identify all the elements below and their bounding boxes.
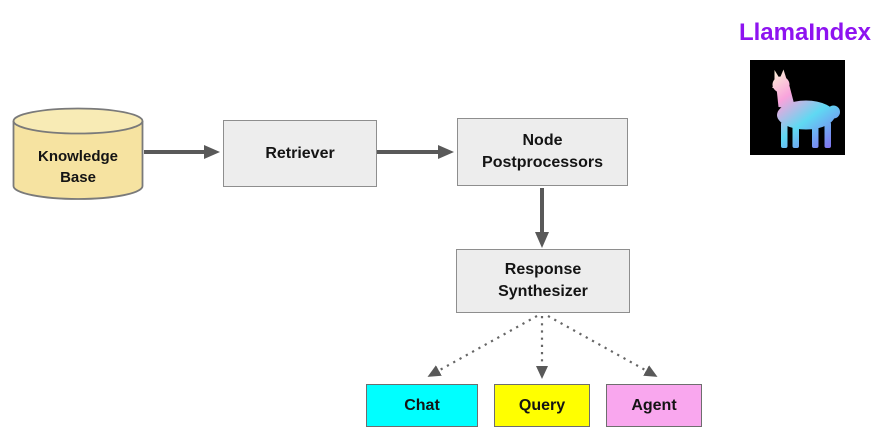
cylinder-top: [12, 107, 144, 135]
retriever-label: Retriever: [265, 144, 335, 162]
node-agent: Agent: [606, 384, 702, 427]
edge-synthesizer-agent: [547, 315, 658, 377]
database-cylinder-icon: [12, 107, 144, 200]
knowledge-base-label: Knowledge Base: [37, 147, 118, 186]
llama-icon: [750, 60, 845, 155]
agent-label: Agent: [631, 396, 677, 414]
edge-synthesizer-chat: [427, 315, 538, 377]
node-query: Query: [494, 384, 590, 427]
node-response-synthesizer: Response Synthesizer: [456, 249, 630, 313]
node-postprocessors: Node Postprocessors: [457, 118, 628, 186]
chat-label: Chat: [404, 396, 440, 414]
node-knowledge-base: Knowledge Base: [12, 107, 144, 200]
synthesizer-label: Response Synthesizer: [498, 261, 588, 300]
llamaindex-title: LlamaIndex: [738, 19, 872, 46]
query-label: Query: [518, 396, 566, 414]
cylinder-body: [12, 121, 144, 200]
llama-silhouette: [772, 69, 840, 148]
node-retriever: Retriever: [223, 120, 377, 187]
postprocessors-label: Node Postprocessors: [482, 132, 603, 171]
node-chat: Chat: [366, 384, 478, 427]
